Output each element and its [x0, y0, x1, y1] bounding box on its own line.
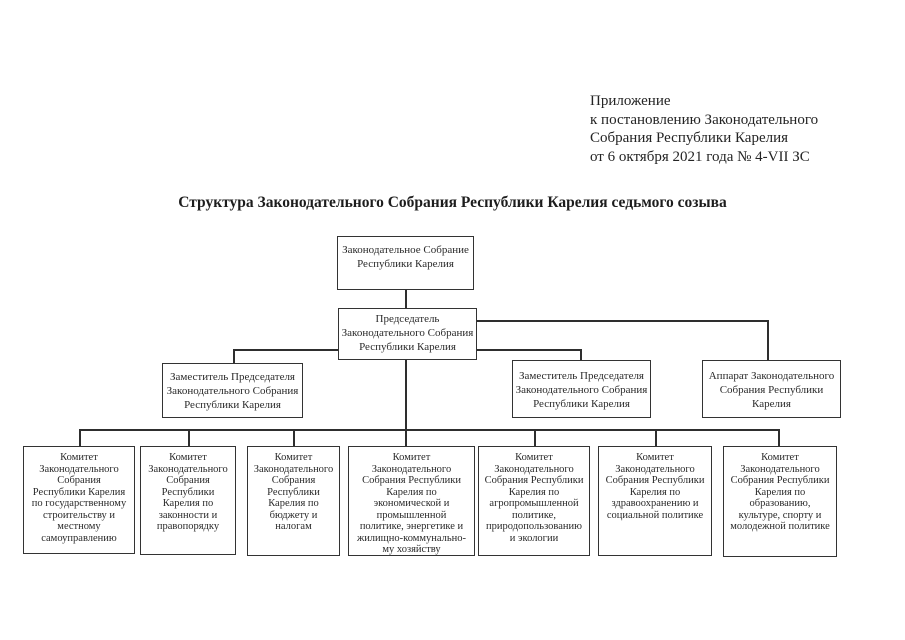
node-legislative-assembly: Законодательное Собрание Республики Каре… [337, 236, 474, 290]
node-committee-budget-taxes: Комитет Законодательного Собрания Респуб… [247, 446, 340, 556]
connector-chairman-deputy-left-v [233, 349, 235, 363]
connector-committee-5-stub [534, 429, 536, 446]
page-title: Структура Законодательного Собрания Респ… [178, 194, 727, 211]
node-committee-education-culture: Комитет Законодательного Собрания Респуб… [723, 446, 837, 557]
connector-chairman-deputy-left-h [233, 349, 338, 351]
connector-committees-bus [79, 429, 779, 431]
header-note-line: Собрания Республики Карелия [590, 130, 789, 146]
header-note: Приложение к постановлению Законодательн… [590, 92, 900, 166]
node-committee-agro-ecology: Комитет Законодательного Собрания Респуб… [478, 446, 590, 556]
connector-committee-1-stub [79, 429, 81, 446]
node-committee-economy-industry: Комитет Законодательного Собрания Респуб… [348, 446, 475, 556]
header-note-line: к постановлению Законодательного [590, 111, 819, 128]
connector-committee-6-stub [655, 429, 657, 446]
connector-chairman-committees-trunk [405, 360, 407, 446]
node-committee-state-building: Комитет Законодательного Собрания Респуб… [23, 446, 135, 554]
node-deputy-chairman-left: Заместитель Председателя Законодательног… [162, 363, 303, 418]
connector-committee-2-stub [188, 429, 190, 446]
connector-chairman-deputy-right-v [580, 349, 582, 360]
connector-assembly-chairman [405, 290, 407, 308]
node-committee-law-and-order: Комитет Законодательного Собрания Респуб… [140, 446, 236, 555]
connector-committee-7-stub [778, 429, 780, 446]
node-apparatus: Аппарат Законодательного Собрания Респуб… [702, 360, 841, 418]
node-deputy-chairman-right: Заместитель Председателя Законодательног… [512, 360, 651, 418]
header-note-line: от 6 октября 2021 года № 4-VII ЗС [590, 148, 810, 165]
header-note-line: Приложение [590, 93, 671, 109]
connector-chairman-deputy-right-h [477, 349, 581, 351]
connector-chairman-apparatus-h [477, 320, 768, 322]
node-committee-health-social: Комитет Законодательного Собрания Респуб… [598, 446, 712, 556]
connector-committee-3-stub [293, 429, 295, 446]
connector-chairman-apparatus-v [767, 320, 769, 360]
node-chairman: Председатель Законодательного Собрания Р… [338, 308, 477, 360]
